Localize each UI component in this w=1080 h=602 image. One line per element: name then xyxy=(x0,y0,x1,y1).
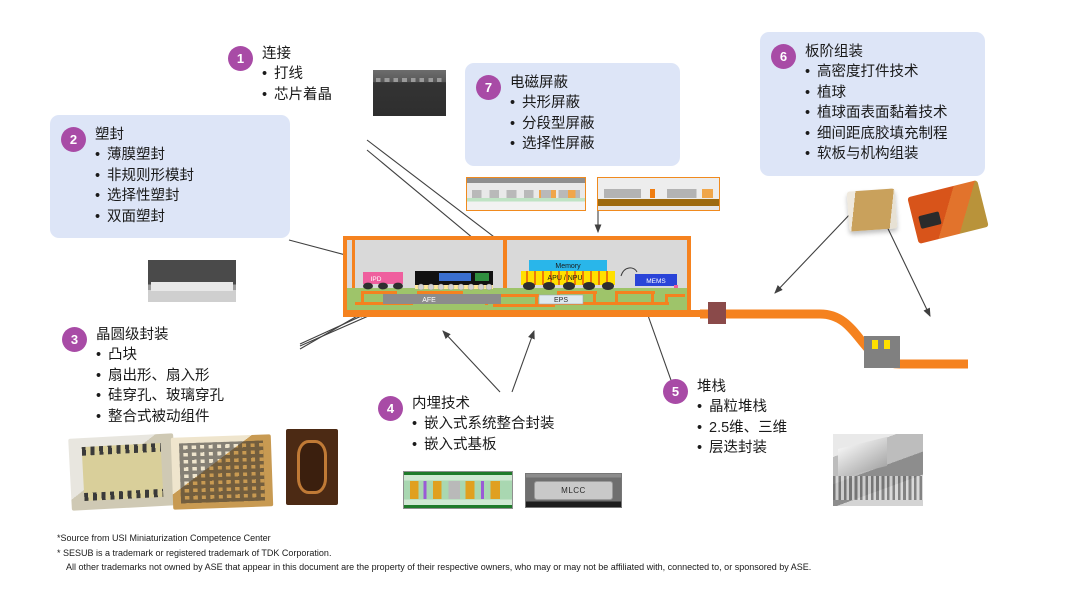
callout-2-badge: 2 xyxy=(61,127,86,152)
list-item: 选择性塑封 xyxy=(95,186,276,207)
callout-6-title: 板阶组装 xyxy=(805,44,863,60)
footnote-line-3: All other trademarks not owned by ASE th… xyxy=(66,562,812,573)
callout-1-badge: 1 xyxy=(228,46,253,71)
list-item: 嵌入式系统整合封装 xyxy=(412,414,555,435)
flex-board-tail xyxy=(700,302,968,369)
package-cross-section-diagram: AFE EPS IPD Memory xyxy=(343,236,703,317)
integrated-passive-device-photo xyxy=(68,433,177,511)
callout-3-text: 晶圆级封装 凸块 扇出形、扇入形 硅穿孔、玻璃穿孔 整合式被动组件 xyxy=(96,325,224,427)
callout-1-text: 连接 打线 芯片着晶 xyxy=(262,44,332,105)
callout-5-text: 堆栈 晶粒堆栈 2.5维、三维 层迭封装 xyxy=(697,377,787,459)
wire-bond-package-photo xyxy=(373,70,446,116)
list-item: 层迭封装 xyxy=(697,438,787,459)
compartment-shield-cross-section-photo xyxy=(597,177,720,211)
list-item: 薄膜塑封 xyxy=(95,145,276,166)
callout-5-title: 堆栈 xyxy=(697,379,726,395)
list-item: 嵌入式基板 xyxy=(412,435,555,456)
callout-4-text: 内埋技术 嵌入式系统整合封装 嵌入式基板 xyxy=(412,394,555,455)
embedded-substrate-cross-section-photo xyxy=(403,471,513,509)
list-item: 共形屏蔽 xyxy=(510,93,666,114)
list-item: 植球面表面黏着技术 xyxy=(805,103,971,124)
callout-1[interactable]: 1 连接 打线 芯片着晶 xyxy=(228,44,332,105)
callout-6[interactable]: 6 板阶组装 高密度打件技术 植球 植球面表面黏着技术 细间距底胶填充制程 软板… xyxy=(760,32,985,176)
callout-6-badge: 6 xyxy=(771,44,796,69)
ipd-label: IPD xyxy=(371,276,382,283)
list-item: 芯片着晶 xyxy=(262,85,332,106)
list-item: 硅穿孔、玻璃穿孔 xyxy=(96,386,224,407)
list-item: 选择性屏蔽 xyxy=(510,134,666,155)
callout-3-badge: 3 xyxy=(62,327,87,352)
list-item: 植球 xyxy=(805,83,971,104)
callout-2-text: 塑封 薄膜塑封 非规则形模封 选择性塑封 双面塑封 xyxy=(95,125,276,227)
callout-7-title: 电磁屏蔽 xyxy=(510,75,568,91)
footnote-line-2: * SESUB is a trademark or registered tra… xyxy=(57,547,332,558)
callout-2-title: 塑封 xyxy=(95,127,124,143)
list-item: 打线 xyxy=(262,64,332,85)
callout-5[interactable]: 5 堆栈 晶粒堆栈 2.5维、三维 层迭封装 xyxy=(663,377,787,459)
film-molded-package-photo xyxy=(148,260,236,302)
fan-out-package-photo xyxy=(170,434,274,510)
memory-label: Memory xyxy=(555,263,581,270)
afe-label: AFE xyxy=(422,297,436,304)
callout-6-text: 板阶组装 高密度打件技术 植球 植球面表面黏着技术 细间距底胶填充制程 软板与机… xyxy=(805,42,971,165)
callout-1-list: 打线 芯片着晶 xyxy=(262,64,332,105)
footnote-line-1: *Source from USI Miniaturization Compete… xyxy=(57,533,271,543)
callout-4-badge: 4 xyxy=(378,396,403,421)
callout-5-list: 晶粒堆栈 2.5维、三维 层迭封装 xyxy=(697,397,787,459)
through-glass-via-photo xyxy=(286,429,338,505)
mlcc-label: MLCC xyxy=(533,481,614,500)
list-item: 扇出形、扇入形 xyxy=(96,366,224,387)
callout-4-title: 内埋技术 xyxy=(412,396,470,412)
eps-label: EPS xyxy=(554,297,568,304)
callout-2-list: 薄膜塑封 非规则形模封 选择性塑封 双面塑封 xyxy=(95,145,276,227)
mlcc-component-photo: MLCC xyxy=(525,473,622,508)
callout-5-badge: 5 xyxy=(663,379,688,404)
die-stack-cross-section-photo xyxy=(833,434,923,506)
conformal-shield-cross-section-photo xyxy=(466,177,586,211)
callout-3-title: 晶圆级封装 xyxy=(96,327,169,343)
list-item: 2.5维、三维 xyxy=(697,418,787,439)
multilayer-capacitor-photo xyxy=(846,188,898,232)
footnote-block: *Source from USI Miniaturization Compete… xyxy=(57,531,811,575)
callout-7[interactable]: 7 电磁屏蔽 共形屏蔽 分段型屏蔽 选择性屏蔽 xyxy=(465,63,680,166)
list-item: 整合式被动组件 xyxy=(96,407,224,428)
list-item: 凸块 xyxy=(96,345,224,366)
callout-7-list: 共形屏蔽 分段型屏蔽 选择性屏蔽 xyxy=(510,93,666,155)
callout-6-list: 高密度打件技术 植球 植球面表面黏着技术 细间距底胶填充制程 软板与机构组装 xyxy=(805,62,971,165)
apu-npu-label: APU / NPU xyxy=(547,275,582,282)
list-item: 软板与机构组装 xyxy=(805,144,971,165)
list-item: 分段型屏蔽 xyxy=(510,114,666,135)
callout-3[interactable]: 3 晶圆级封装 凸块 扇出形、扇入形 硅穿孔、玻璃穿孔 整合式被动组件 xyxy=(62,325,224,427)
list-item: 晶粒堆栈 xyxy=(697,397,787,418)
callout-4[interactable]: 4 内埋技术 嵌入式系统整合封装 嵌入式基板 xyxy=(378,394,555,455)
callout-2[interactable]: 2 塑封 薄膜塑封 非规则形模封 选择性塑封 双面塑封 xyxy=(50,115,290,239)
callout-1-title: 连接 xyxy=(262,46,291,62)
flexible-pcb-module-photo xyxy=(907,180,989,244)
callout-3-list: 凸块 扇出形、扇入形 硅穿孔、玻璃穿孔 整合式被动组件 xyxy=(96,345,224,427)
callout-4-list: 嵌入式系统整合封装 嵌入式基板 xyxy=(412,414,555,455)
list-item: 非规则形模封 xyxy=(95,166,276,187)
list-item: 细间距底胶填充制程 xyxy=(805,124,971,145)
callout-7-text: 电磁屏蔽 共形屏蔽 分段型屏蔽 选择性屏蔽 xyxy=(510,73,666,155)
callout-7-badge: 7 xyxy=(476,75,501,100)
mems-label: MEMS xyxy=(646,278,666,285)
list-item: 高密度打件技术 xyxy=(805,62,971,83)
list-item: 双面塑封 xyxy=(95,207,276,228)
